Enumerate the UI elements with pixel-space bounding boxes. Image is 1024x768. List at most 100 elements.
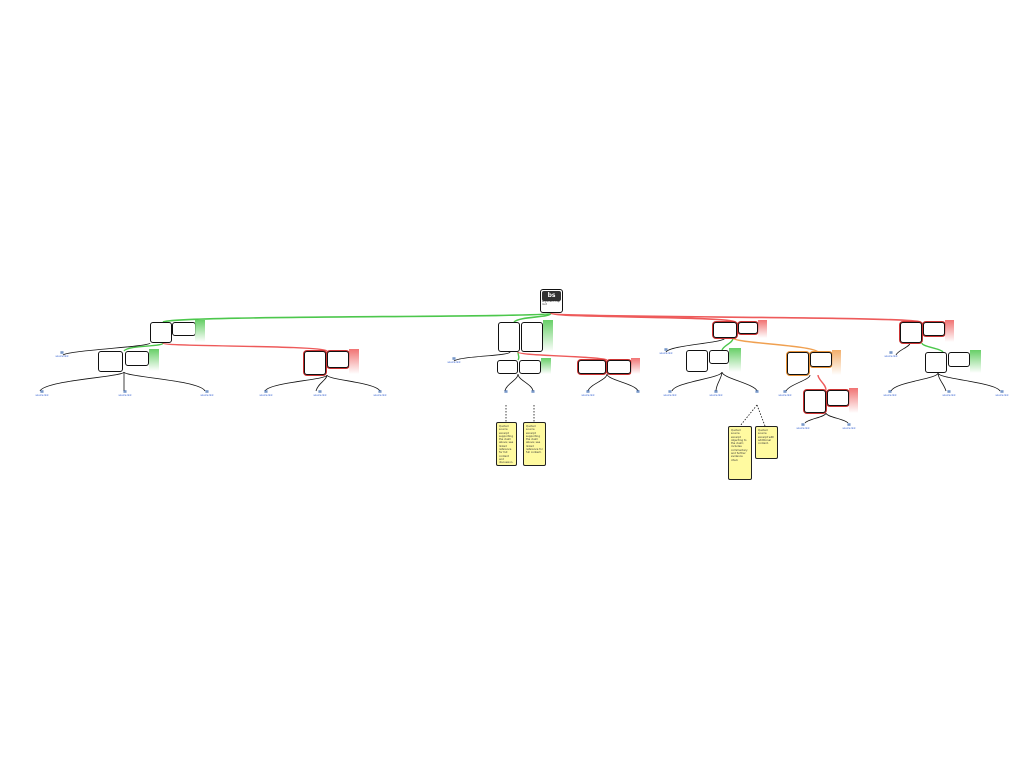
support-indicator bbox=[195, 320, 205, 342]
edge-b3-ref bbox=[453, 351, 511, 362]
support-indicator bbox=[149, 349, 159, 371]
claim-node[interactable] bbox=[787, 352, 809, 375]
claim-node[interactable] bbox=[519, 360, 541, 374]
edge-r1-3 bbox=[326, 374, 381, 392]
edge-r4-2 bbox=[825, 412, 849, 424]
objection-indicator bbox=[849, 388, 858, 413]
reference-icon: ≡ bbox=[122, 390, 128, 395]
reference-item[interactable]: ≡source link bbox=[772, 390, 798, 410]
reference-item[interactable]: ≡source link bbox=[290, 390, 350, 418]
reference-item[interactable]: ≡source link bbox=[984, 390, 1020, 412]
quote-note[interactable]: Quoted source excerpt with additional co… bbox=[755, 426, 778, 459]
edge-r1-1 bbox=[264, 374, 328, 392]
claim-node[interactable] bbox=[498, 322, 520, 352]
reference-item[interactable]: ≡source link bbox=[418, 357, 490, 381]
claim-node[interactable] bbox=[304, 351, 326, 375]
reference-icon: ≡ bbox=[999, 390, 1005, 395]
edge-g1-3 bbox=[123, 371, 206, 392]
claim-node[interactable] bbox=[521, 322, 543, 352]
reference-icon: ≡ bbox=[713, 390, 719, 395]
reference-icon: ≡ bbox=[59, 351, 65, 356]
reference-icon: ≡ bbox=[663, 348, 669, 353]
reference-icon: ≡ bbox=[888, 351, 894, 356]
claim-node[interactable] bbox=[738, 322, 758, 334]
claim-node[interactable] bbox=[150, 322, 172, 343]
reference-item[interactable]: ≡source link bbox=[236, 390, 296, 416]
claim-node[interactable] bbox=[827, 390, 849, 406]
edge-r3-2 bbox=[606, 373, 639, 392]
claim-node[interactable] bbox=[327, 351, 349, 368]
reference-item[interactable]: ≡source link bbox=[82, 390, 168, 412]
claim-node[interactable] bbox=[804, 390, 826, 413]
reference-item[interactable]: ≡source link bbox=[860, 390, 920, 410]
claim-node[interactable] bbox=[607, 360, 631, 374]
reference-icon: ≡ bbox=[530, 390, 536, 395]
reference-item[interactable]: ≡source link bbox=[548, 390, 628, 408]
reference-item[interactable]: ≡source link bbox=[826, 423, 872, 443]
reference-item[interactable]: ≡source link bbox=[785, 423, 821, 443]
reference-icon: ≡ bbox=[503, 390, 509, 395]
claim-node[interactable] bbox=[686, 350, 708, 372]
reference-icon: ≡ bbox=[585, 390, 591, 395]
claim-node[interactable] bbox=[497, 360, 518, 374]
edge-r3-1 bbox=[587, 373, 608, 392]
quote-note[interactable]: Quoted source excerpt supporting the cla… bbox=[523, 422, 546, 466]
edge-g4-3 bbox=[721, 371, 758, 392]
edge-g1-1 bbox=[39, 371, 125, 392]
edge-b4-g bbox=[721, 337, 734, 351]
claim-node[interactable] bbox=[713, 322, 737, 338]
reference-item[interactable]: ≡source link bbox=[922, 390, 976, 416]
reference-icon: ≡ bbox=[800, 423, 806, 428]
claim-node[interactable] bbox=[948, 352, 970, 367]
reference-item[interactable]: ≡source link bbox=[32, 351, 92, 379]
claim-node[interactable] bbox=[709, 350, 729, 364]
edge-b4-o bbox=[732, 337, 819, 353]
reference-item[interactable]: ≡ bbox=[523, 390, 543, 406]
reference-icon: ≡ bbox=[377, 390, 383, 395]
edge-b3-g bbox=[517, 351, 520, 361]
reference-item[interactable]: ≡source link bbox=[862, 351, 920, 381]
reference-icon: ≡ bbox=[782, 390, 788, 395]
reference-item[interactable]: ≡source link bbox=[650, 348, 682, 370]
claim-node[interactable] bbox=[923, 322, 945, 336]
reference-item[interactable]: ≡ bbox=[746, 390, 768, 406]
claim-node[interactable] bbox=[925, 352, 947, 373]
edge-g5-1 bbox=[890, 372, 939, 392]
reference-icon: ≡ bbox=[39, 390, 45, 395]
edge-root-b5 bbox=[550, 312, 921, 323]
claim-node[interactable] bbox=[172, 322, 196, 336]
edge-b1-g1 bbox=[123, 342, 164, 352]
edge-root-b1 bbox=[162, 312, 552, 323]
reference-icon: ≡ bbox=[204, 390, 210, 395]
claim-node[interactable] bbox=[98, 351, 123, 372]
quote-note[interactable]: Quoted source excerpt supporting the cla… bbox=[496, 422, 517, 466]
reference-icon: ≡ bbox=[263, 390, 269, 395]
edge-b3-r bbox=[517, 351, 608, 361]
edge-root-b3 bbox=[513, 312, 552, 323]
reference-item[interactable]: ≡source link bbox=[350, 390, 410, 412]
reference-item[interactable]: ≡source link bbox=[172, 390, 242, 412]
reference-item[interactable]: ≡source link bbox=[690, 390, 742, 412]
edge-g3-2 bbox=[517, 373, 534, 392]
edge-g3-1 bbox=[504, 373, 519, 392]
edge-o4-r bbox=[817, 374, 827, 391]
reference-item[interactable]: ≡source link bbox=[4, 390, 80, 412]
edge-b4-ref bbox=[665, 337, 726, 353]
reference-icon: ≡ bbox=[887, 390, 893, 395]
root-node[interactable]: bs Argument map root bbox=[540, 289, 563, 313]
reference-item[interactable]: ≡ bbox=[628, 390, 648, 416]
claim-node[interactable] bbox=[578, 360, 606, 374]
claim-node[interactable] bbox=[125, 351, 149, 366]
edge-b5-g bbox=[921, 342, 944, 353]
edge-r4-1 bbox=[804, 412, 827, 424]
reference-item[interactable]: ≡ bbox=[496, 390, 516, 406]
reference-icon: ≡ bbox=[451, 357, 457, 362]
reference-icon: ≡ bbox=[635, 390, 641, 395]
claim-node[interactable] bbox=[810, 352, 832, 367]
reference-item[interactable]: ≡source link bbox=[652, 390, 688, 410]
quote-note[interactable]: Quoted source excerpt objecting to the c… bbox=[728, 426, 752, 480]
claim-node[interactable] bbox=[900, 322, 922, 343]
reference-icon: ≡ bbox=[754, 390, 760, 395]
